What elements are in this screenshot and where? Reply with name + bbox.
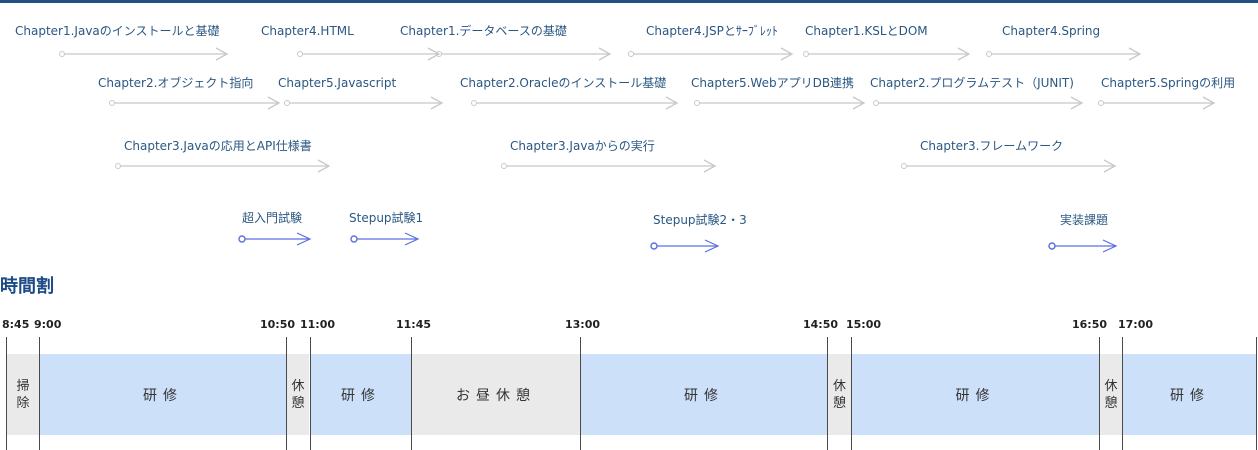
time-label: 10:50 xyxy=(260,318,296,331)
progress-arrow xyxy=(1098,96,1216,110)
chapter-label: Chapter2.オブジェクト指向 xyxy=(98,76,254,90)
progress-arrow xyxy=(803,47,971,61)
chapter-label: Chapter5.Springの利用 xyxy=(1101,76,1236,90)
exam-label: 実装課題 xyxy=(1060,213,1109,227)
exam-label: Stepup試験1 xyxy=(349,211,424,225)
time-divider xyxy=(1122,337,1123,450)
chapter-label: Chapter1.データベースの基礎 xyxy=(400,24,567,38)
progress-arrow xyxy=(436,47,612,61)
timetable-block: 研修 xyxy=(852,354,1099,435)
block-label: 休憩 xyxy=(291,378,305,411)
progress-arrow xyxy=(59,47,229,61)
progress-arrow xyxy=(297,47,441,61)
progress-arrow xyxy=(901,159,1117,173)
block-label: 掃除 xyxy=(16,378,30,411)
chapter-label: Chapter4.JSPとｻｰﾌﾞﾚｯﾄ xyxy=(646,24,778,38)
chapter-label: Chapter1.Javaのインストールと基礎 xyxy=(15,24,220,38)
block-label: 休憩 xyxy=(832,378,846,411)
timetable-block: 休憩 xyxy=(1100,354,1122,435)
time-label: 17:00 xyxy=(1118,318,1154,331)
progress-arrow xyxy=(115,159,331,173)
timetable-block: 研修 xyxy=(581,354,827,435)
timetable-block: 研修 xyxy=(1123,354,1257,435)
chapter-label: Chapter2.Oracleのインストール基礎 xyxy=(460,76,667,90)
chapter-label: Chapter1.KSLとDOM xyxy=(805,24,928,38)
time-label: 13:00 xyxy=(565,318,601,331)
time-divider xyxy=(286,337,287,450)
time-label: 11:45 xyxy=(396,318,432,331)
exam-arrow xyxy=(238,232,312,246)
chapter-label: Chapter3.Javaからの実行 xyxy=(510,139,655,153)
progress-arrow xyxy=(628,47,794,61)
time-divider xyxy=(6,337,7,450)
progress-arrow xyxy=(471,96,679,110)
time-divider xyxy=(1099,337,1100,450)
timetable-block: お昼休憩 xyxy=(412,354,580,435)
chapter-label: Chapter5.WebアプリDB連携 xyxy=(691,76,855,90)
time-divider xyxy=(310,337,311,450)
exam-arrow xyxy=(1048,239,1118,253)
exam-label: Stepup試験2・3 xyxy=(653,213,747,227)
chapter-label: Chapter3.フレームワーク xyxy=(920,139,1064,153)
progress-arrow xyxy=(284,96,444,110)
progress-arrow xyxy=(501,159,717,173)
exam-arrow xyxy=(650,239,720,253)
timetable-block: 研修 xyxy=(40,354,286,435)
top-accent-bar xyxy=(0,0,1258,3)
time-label: 16:50 xyxy=(1072,318,1108,331)
time-divider xyxy=(411,337,412,450)
time-divider xyxy=(1256,337,1257,450)
exam-arrow xyxy=(350,232,420,246)
time-label: 11:00 xyxy=(300,318,336,331)
timetable-block: 休憩 xyxy=(828,354,851,435)
time-divider xyxy=(39,337,40,450)
timetable-block: 研修 xyxy=(311,354,411,435)
time-label: 15:00 xyxy=(846,318,882,331)
time-label: 9:00 xyxy=(34,318,62,331)
timetable-heading: 時間割 xyxy=(0,276,54,297)
block-label: 休憩 xyxy=(1104,378,1118,411)
exam-label: 超入門試験 xyxy=(242,211,303,225)
curriculum-roadmap: Chapter1.Javaのインストールと基礎 Chapter4.HTML Ch… xyxy=(15,24,1236,253)
time-label: 8:45 xyxy=(2,318,30,331)
chapter-label: Chapter4.Spring xyxy=(1002,24,1101,38)
time-divider xyxy=(580,337,581,450)
progress-arrow xyxy=(694,96,866,110)
chapter-label: Chapter2.プログラムテスト（JUNIT) xyxy=(870,76,1074,90)
time-divider xyxy=(827,337,828,450)
chapter-label: Chapter3.Javaの応用とAPI仕様書 xyxy=(124,139,312,153)
progress-arrow xyxy=(109,96,281,110)
time-label: 14:50 xyxy=(803,318,839,331)
chapter-label: Chapter4.HTML xyxy=(261,24,354,38)
timetable-block: 掃除 xyxy=(7,354,39,435)
time-divider xyxy=(851,337,852,450)
progress-arrow xyxy=(986,47,1142,61)
timetable-block: 休憩 xyxy=(287,354,309,435)
progress-arrow xyxy=(873,96,1084,110)
chapter-label: Chapter5.Javascript xyxy=(278,76,397,90)
